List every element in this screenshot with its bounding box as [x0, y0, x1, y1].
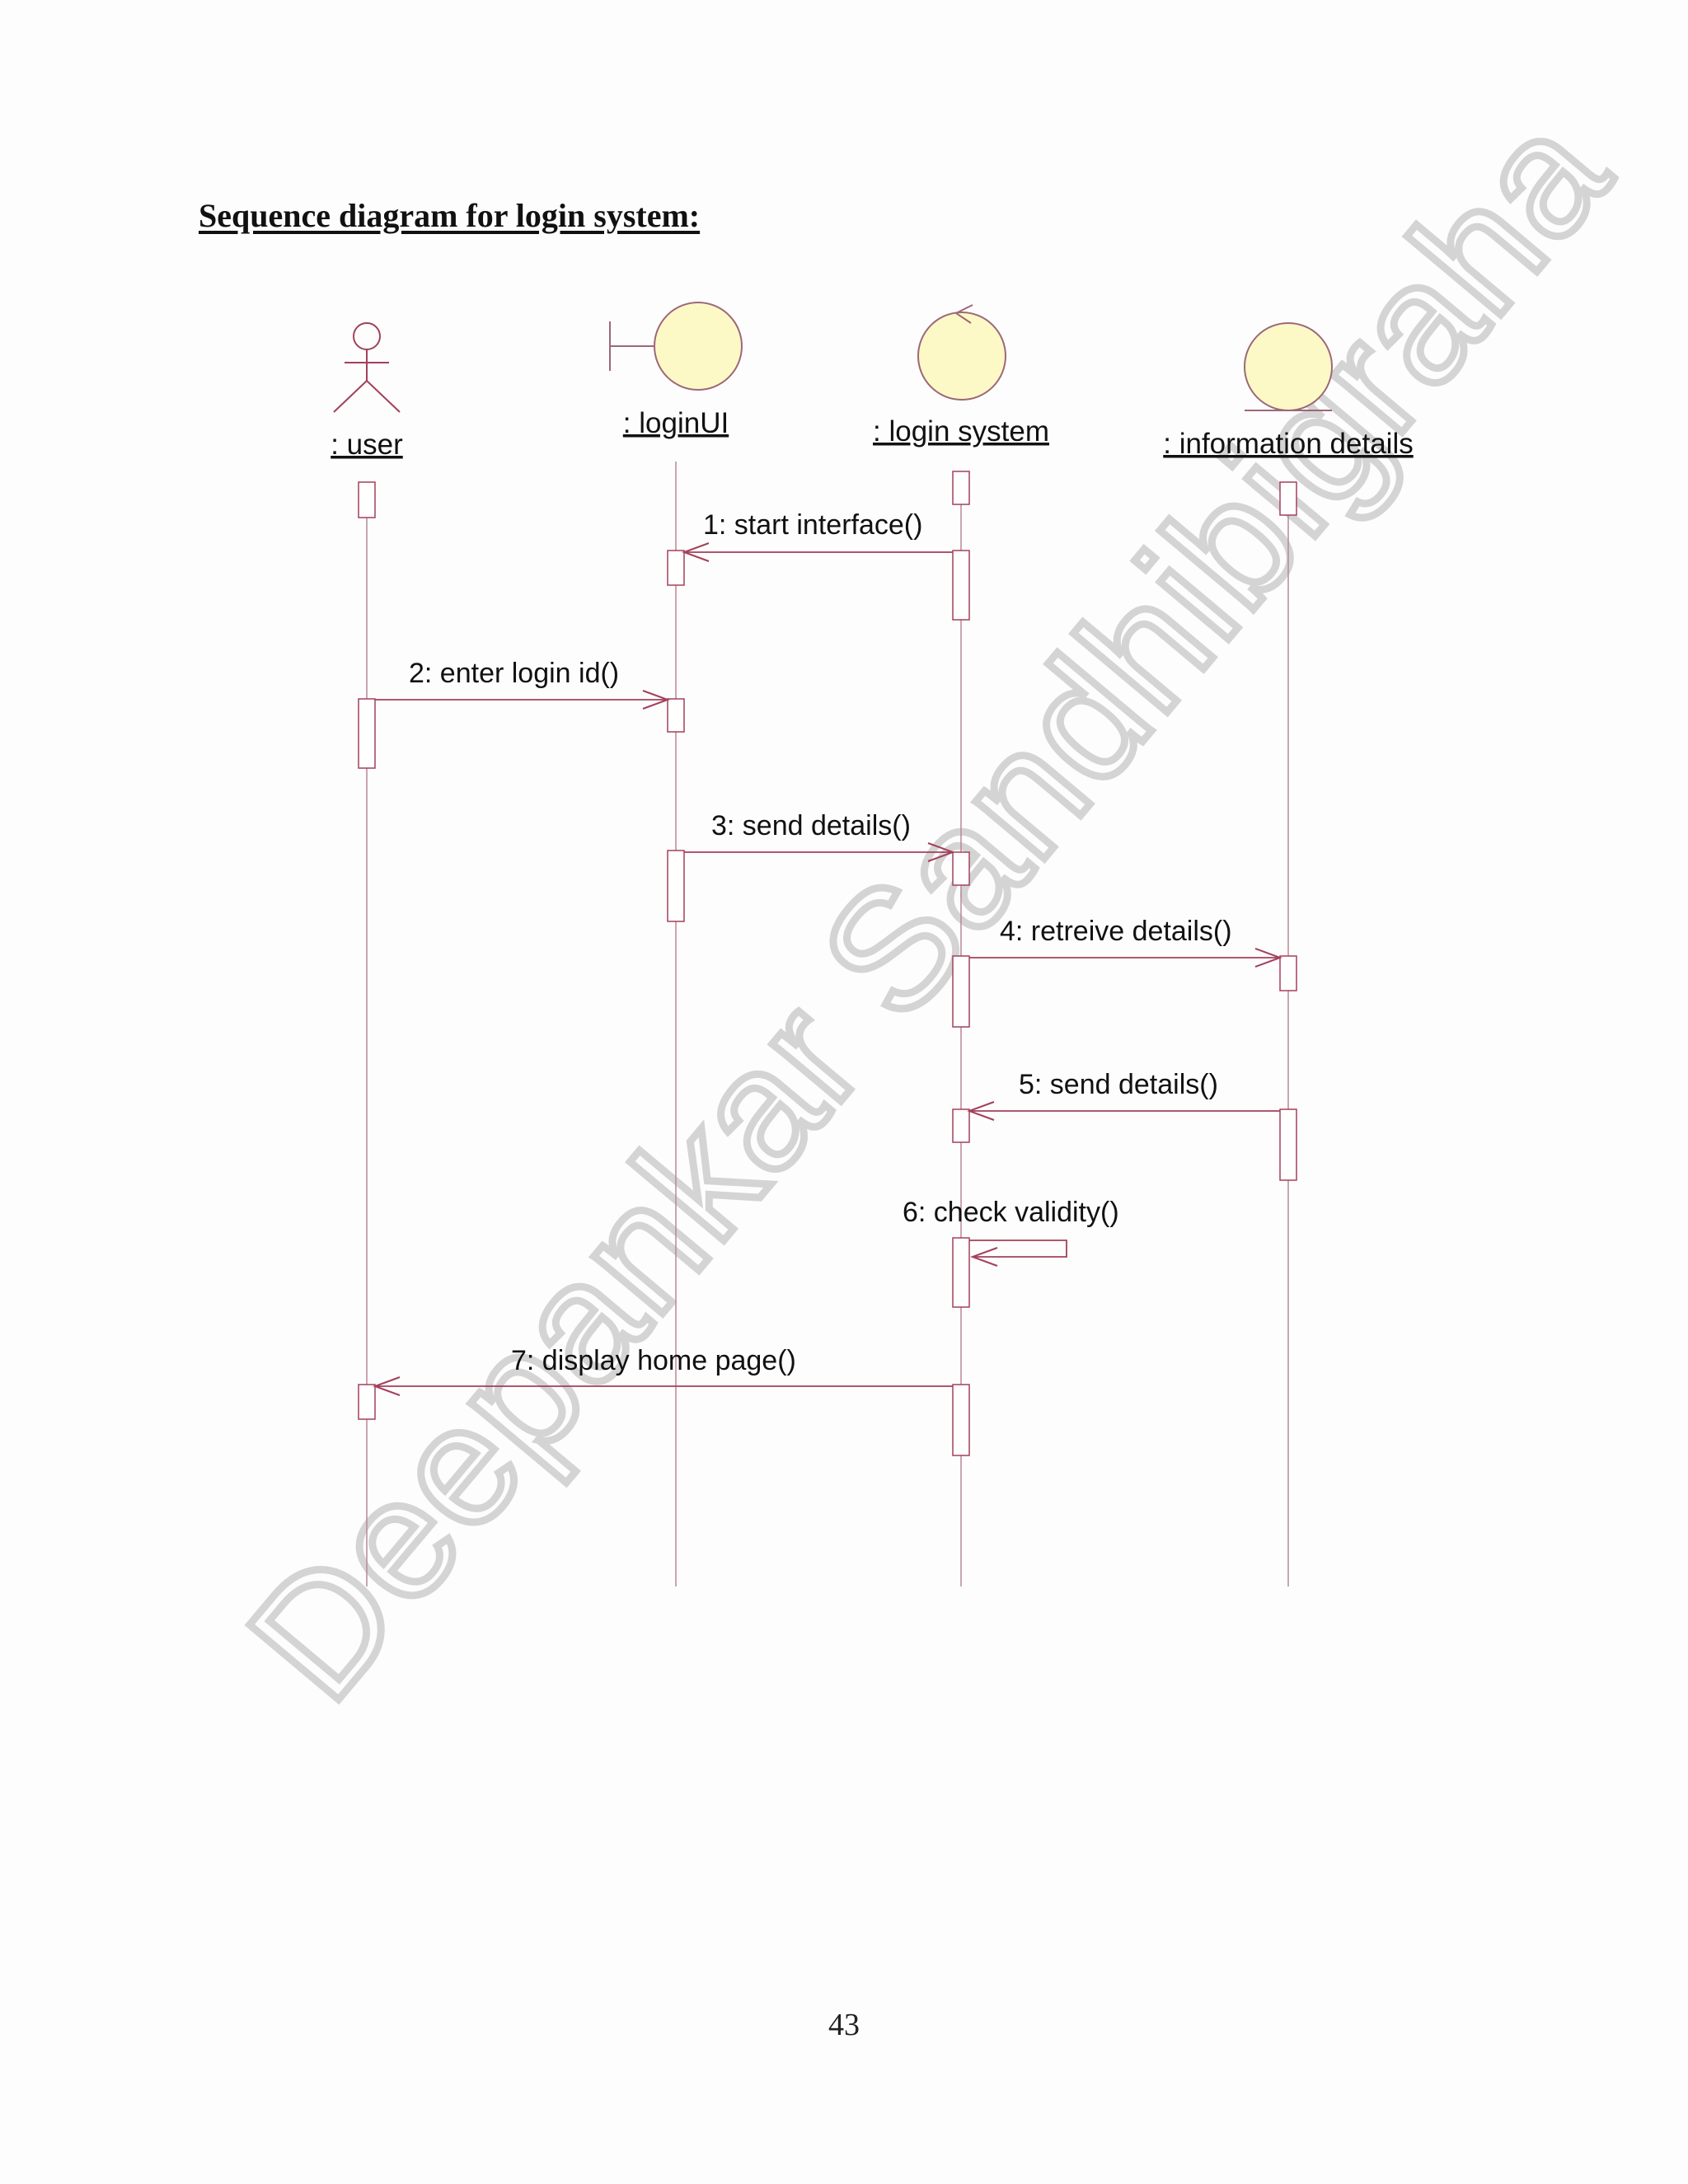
activations-layer [358, 471, 1297, 1456]
activation-bar [952, 1237, 970, 1308]
entity-icon [1244, 322, 1333, 411]
messages-layer [373, 542, 1282, 1396]
message-arrow-5 [967, 1101, 1280, 1121]
message-arrow-2 [375, 690, 670, 710]
message-arrow-1 [682, 542, 953, 562]
lifeline-label-user: : user [331, 429, 403, 461]
lifeline-label-information-details: : information details [1163, 428, 1413, 460]
activation-bar [1279, 1108, 1297, 1181]
activation-bar [358, 698, 376, 769]
arrowhead [1254, 948, 1282, 968]
message-label-2: 2: enter login id() [409, 658, 619, 689]
arrowhead [642, 690, 670, 710]
message-label-1: 1: start interface() [703, 509, 922, 541]
activation-bar [952, 550, 970, 621]
boundary-icon [609, 302, 743, 391]
arrowhead [927, 842, 955, 862]
activation-bar [667, 698, 685, 733]
activation-bar [358, 1384, 376, 1420]
activation-bar [667, 850, 685, 922]
activation-bar [952, 1384, 970, 1456]
message-arrow-3 [684, 842, 955, 862]
arrowhead [970, 1247, 998, 1267]
message-label-5: 5: send details() [1019, 1069, 1218, 1100]
message-label-7: 7: display home page() [511, 1345, 796, 1376]
activation-bar [1279, 481, 1297, 516]
activation-bar [952, 851, 970, 886]
activation-bar [952, 471, 970, 505]
message-label-3: 3: send details() [711, 810, 911, 841]
message-label-4: 4: retreive details() [1000, 916, 1232, 947]
actor-icon [333, 322, 401, 413]
activation-bar [1279, 955, 1297, 991]
activation-bar [667, 550, 685, 586]
activation-bar [952, 955, 970, 1028]
activation-bar [358, 481, 376, 518]
arrowhead [682, 542, 710, 562]
message-label-6: 6: check validity() [903, 1197, 1119, 1228]
control-icon [917, 304, 1006, 401]
arrowhead [967, 1101, 995, 1121]
message-arrow-4 [969, 948, 1282, 968]
page-number: 43 [828, 2008, 860, 2042]
message-line [969, 1240, 1067, 1258]
lifeline-label-loginui: : loginUI [623, 407, 729, 439]
page-heading: Sequence diagram for login system: [199, 197, 701, 234]
arrowhead [373, 1376, 401, 1396]
message-arrow-7 [373, 1376, 953, 1396]
message-arrow-6 [969, 1240, 1067, 1267]
lifeline-label-login-system: : login system [873, 415, 1049, 448]
activation-bar [952, 1108, 970, 1143]
